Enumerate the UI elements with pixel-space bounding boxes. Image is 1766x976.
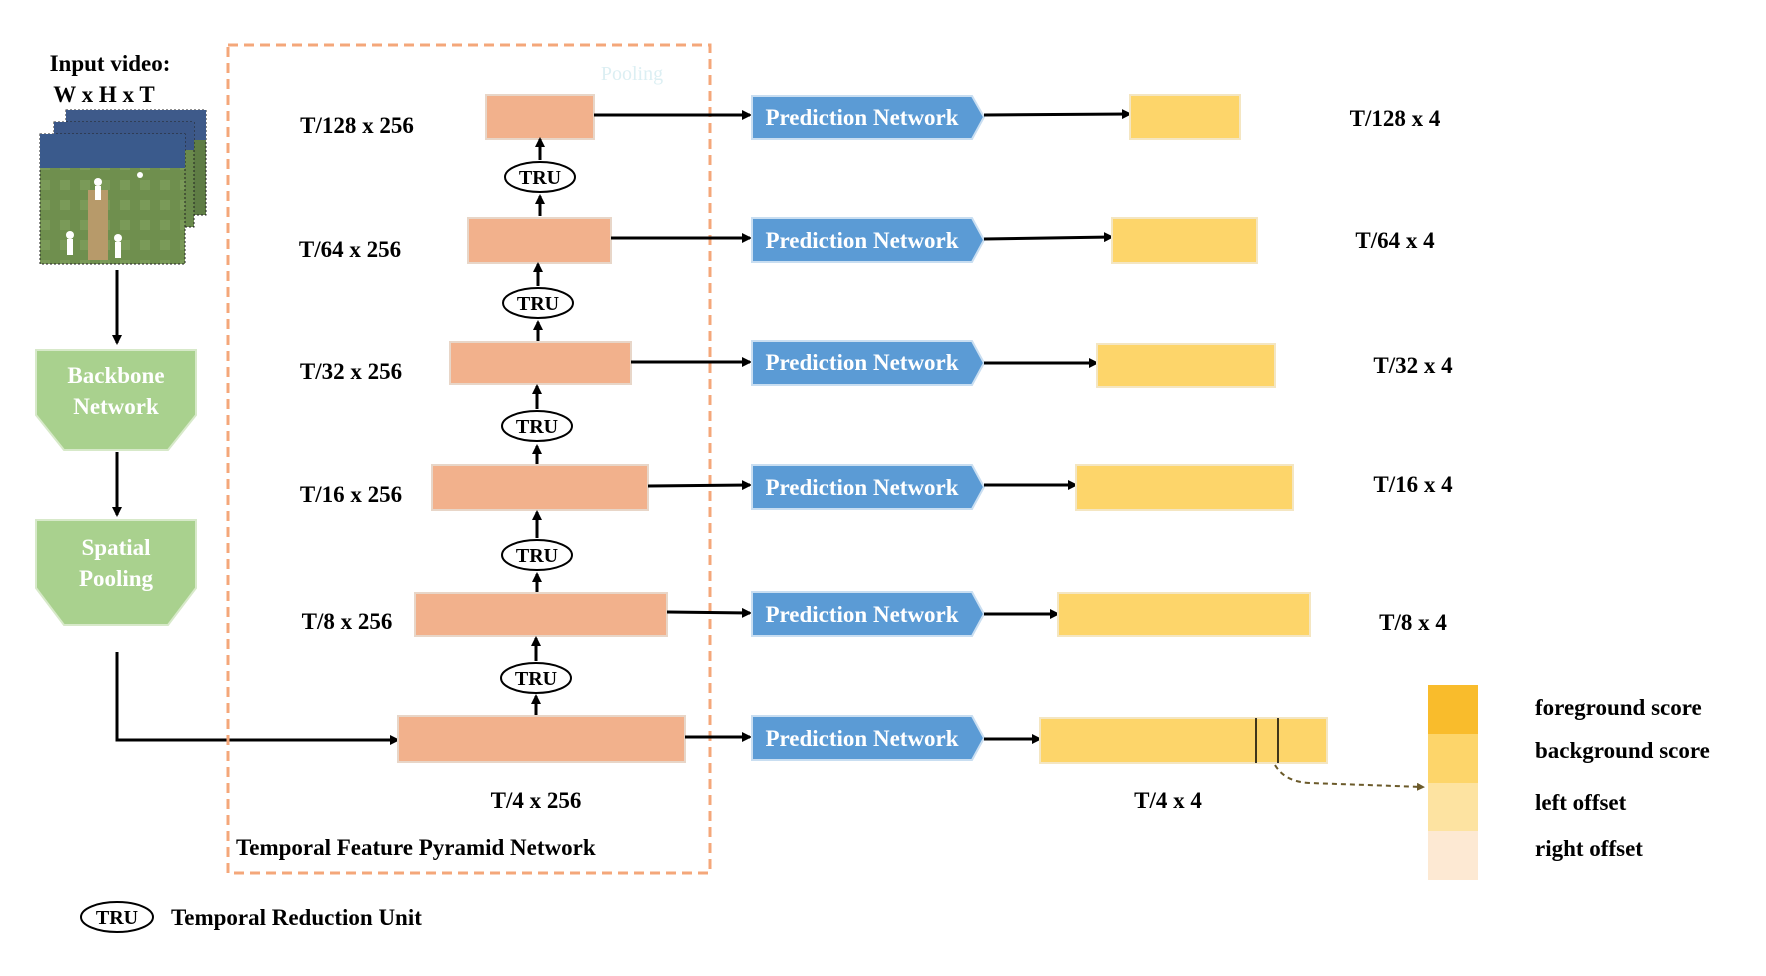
- output-box: [1057, 592, 1311, 637]
- legend-swatch-background: [1428, 734, 1478, 783]
- pyramid-level-t4: T/4 x 256 Prediction Network T/4 x 4: [397, 715, 1328, 813]
- output-box: [1096, 343, 1276, 388]
- arrow-to-output: [983, 109, 1132, 120]
- legend-label-foreground: foreground score: [1535, 695, 1702, 720]
- prediction-network-label: Prediction Network: [765, 350, 958, 375]
- feature-box: [414, 592, 668, 637]
- output-label: T/16 x 4: [1373, 472, 1453, 497]
- tru-legend-ellipse: [80, 901, 154, 933]
- input-video-title: Input video:: [50, 51, 171, 76]
- output-label: T/4 x 4: [1134, 788, 1202, 813]
- legend-label-background: background score: [1535, 738, 1710, 763]
- backbone-label-line2: Network: [73, 394, 159, 419]
- footer-legend: TRU Temporal Reduction Unit: [80, 901, 422, 933]
- prediction-network-label: Prediction Network: [765, 726, 958, 751]
- legend-swatch-left-offset: [1428, 783, 1478, 831]
- feature-label: T/4 x 256: [491, 788, 582, 813]
- prediction-network-box: [751, 715, 986, 761]
- tru-ellipse: [501, 539, 573, 571]
- pooling-label-line1: Spatial: [81, 535, 150, 560]
- input-video-dims: W x H x T: [53, 82, 154, 107]
- tru-label: TRU: [519, 167, 561, 189]
- arrow-to-output: [983, 232, 1114, 243]
- prediction-network-box: [751, 591, 986, 637]
- faint-pooling-text: Pooling: [601, 63, 663, 85]
- output-box: [1075, 464, 1294, 511]
- prediction-network-box: [751, 464, 986, 510]
- feature-label: T/32 x 256: [300, 359, 402, 384]
- prediction-network-label: Prediction Network: [765, 602, 958, 627]
- tfpn-title: Temporal Feature Pyramid Network: [236, 835, 596, 860]
- pyramid-level-t32: T/32 x 256 Prediction Network T/32 x 4: [300, 340, 1453, 388]
- feature-label: T/64 x 256: [299, 237, 401, 262]
- pooling-label-line2: Pooling: [79, 566, 154, 591]
- feature-box: [449, 341, 632, 385]
- tru-unit-1: TRU: [504, 137, 576, 216]
- video-frame-front: [39, 133, 186, 265]
- arrow-to-prediction: [647, 480, 752, 491]
- feature-box: [431, 464, 649, 511]
- prediction-network-label: Prediction Network: [765, 475, 958, 500]
- tru-unit-5: TRU: [500, 636, 572, 715]
- arrow-pooling-to-pyramid: [115, 652, 400, 745]
- output-box: [1039, 717, 1328, 764]
- legend-pointer-arrow: [1274, 764, 1425, 791]
- tru-unit-4: TRU: [501, 510, 573, 592]
- backbone-label-line1: Backbone: [67, 363, 164, 388]
- pyramid-level-t16: T/16 x 256 Prediction Network T/16 x 4: [300, 464, 1453, 511]
- tru-label: TRU: [516, 416, 558, 438]
- legend-swatch-foreground: [1428, 685, 1478, 734]
- feature-box: [467, 217, 612, 264]
- tru-legend-text: Temporal Reduction Unit: [171, 905, 422, 930]
- tru-label: TRU: [517, 293, 559, 315]
- input-video-stack: [39, 109, 207, 265]
- spatial-pooling: Spatial Pooling: [35, 519, 197, 626]
- pyramid-level-t128: T/128 x 256 Prediction Network T/128 x 4: [300, 94, 1441, 140]
- output-legend: foreground score background score left o…: [1428, 685, 1710, 880]
- feature-label: T/16 x 256: [300, 482, 402, 507]
- feature-box: [397, 715, 686, 763]
- tru-ellipse: [502, 287, 574, 319]
- arrow-to-prediction: [666, 607, 752, 618]
- tru-ellipse: [500, 662, 572, 694]
- prediction-network-box: [751, 217, 986, 263]
- prediction-network-label: Prediction Network: [765, 228, 958, 253]
- tru-unit-2: TRU: [502, 262, 574, 342]
- tru-unit-3: TRU: [501, 384, 573, 465]
- legend-label-right-offset: right offset: [1535, 836, 1643, 861]
- feature-label: T/128 x 256: [300, 113, 414, 138]
- tru-ellipse: [501, 410, 573, 442]
- prediction-network-box: [751, 95, 986, 140]
- legend-swatch-right-offset: [1428, 831, 1478, 880]
- tru-label: TRU: [516, 545, 558, 567]
- backbone-network: Backbone Network: [35, 349, 197, 451]
- tru-label: TRU: [515, 668, 557, 690]
- tru-legend-symbol: TRU: [96, 907, 138, 929]
- prediction-network-label: Prediction Network: [765, 105, 958, 130]
- tru-ellipse: [504, 161, 576, 193]
- output-box: [1129, 94, 1241, 140]
- tfpn-border: [226, 43, 712, 875]
- output-box: [1111, 217, 1258, 264]
- legend-label-left-offset: left offset: [1535, 790, 1627, 815]
- prediction-network-box: [751, 340, 986, 386]
- output-label: T/32 x 4: [1373, 353, 1453, 378]
- output-label: T/128 x 4: [1350, 106, 1441, 131]
- output-label: T/64 x 4: [1355, 228, 1435, 253]
- feature-label: T/8 x 256: [302, 609, 393, 634]
- feature-box: [485, 94, 595, 140]
- pyramid-level-t8: T/8 x 256 Prediction Network T/8 x 4: [302, 591, 1447, 637]
- output-label: T/8 x 4: [1379, 610, 1447, 635]
- pyramid-level-t64: T/64 x 256 Prediction Network T/64 x 4: [299, 217, 1435, 264]
